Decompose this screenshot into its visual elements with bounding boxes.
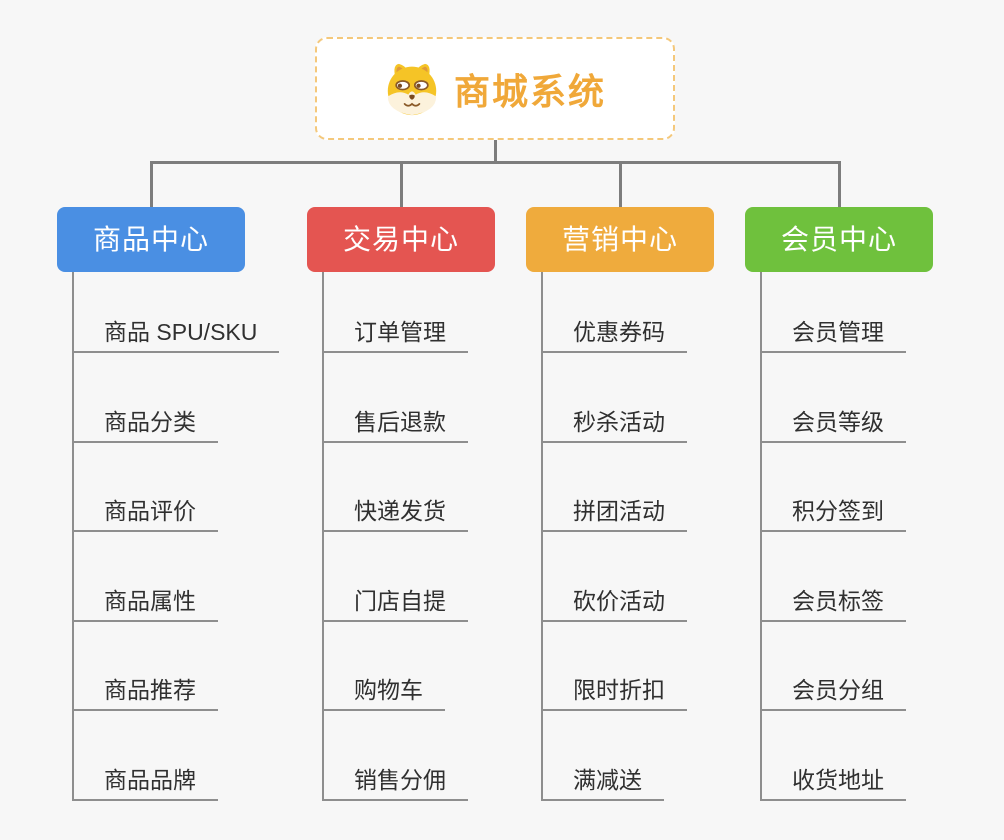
root-node[interactable]: 商城系统 — [315, 37, 675, 140]
leaf-node[interactable]: 会员标签 — [760, 584, 906, 622]
branch-marketing: 营销中心 优惠券码 秒杀活动 拼团活动 砍价活动 限时折扣 满减送 — [526, 207, 786, 807]
branch-vline — [322, 272, 324, 801]
leaf-node[interactable]: 拼团活动 — [541, 494, 687, 532]
branch-members: 会员中心 会员管理 会员等级 积分签到 会员标签 会员分组 收货地址 — [745, 207, 1004, 807]
leaf-node[interactable]: 限时折扣 — [541, 673, 687, 711]
leaf-node[interactable]: 会员分组 — [760, 673, 906, 711]
branch-trade: 交易中心 订单管理 售后退款 快递发货 门店自提 购物车 销售分佣 — [307, 207, 567, 807]
leaf-node[interactable]: 商品评价 — [72, 494, 218, 532]
dog-icon — [387, 63, 437, 115]
branch-node-marketing[interactable]: 营销中心 — [526, 207, 714, 272]
leaf-node[interactable]: 购物车 — [322, 673, 445, 711]
leaf-node[interactable]: 商品分类 — [72, 405, 218, 443]
leaf-node[interactable]: 商品属性 — [72, 584, 218, 622]
root-node-label: 商城系统 — [453, 70, 606, 112]
leaf-node[interactable]: 积分签到 — [760, 494, 906, 532]
connector-drop-trade — [399, 161, 403, 207]
branch-node-trade[interactable]: 交易中心 — [307, 207, 495, 272]
leaf-node[interactable]: 砍价活动 — [541, 584, 687, 622]
leaf-node[interactable]: 订单管理 — [322, 315, 468, 353]
connector-horizontal — [149, 161, 841, 164]
branch-node-products[interactable]: 商品中心 — [57, 207, 245, 272]
leaf-node[interactable]: 会员管理 — [760, 315, 906, 353]
connector-drop-products — [149, 161, 153, 207]
leaf-node[interactable]: 商品品牌 — [72, 763, 218, 801]
leaf-node[interactable]: 收货地址 — [760, 763, 906, 801]
branch-vline — [541, 272, 543, 801]
leaf-node[interactable]: 快递发货 — [322, 494, 468, 532]
connector-drop-members — [837, 161, 841, 207]
branch-node-members[interactable]: 会员中心 — [745, 207, 933, 272]
connector-drop-marketing — [618, 161, 622, 207]
branch-vline — [72, 272, 74, 801]
branch-products: 商品中心 商品 SPU/SKU 商品分类 商品评价 商品属性 商品推荐 商品品牌 — [57, 207, 317, 807]
connector-root-stub — [493, 140, 497, 164]
leaf-node[interactable]: 销售分佣 — [322, 763, 468, 801]
leaf-node[interactable]: 售后退款 — [322, 405, 468, 443]
leaf-node[interactable]: 商品推荐 — [72, 673, 218, 711]
leaf-node[interactable]: 商品 SPU/SKU — [72, 315, 280, 353]
leaf-node[interactable]: 会员等级 — [760, 405, 906, 443]
branch-vline — [760, 272, 762, 801]
leaf-node[interactable]: 优惠券码 — [541, 315, 687, 353]
leaf-node[interactable]: 满减送 — [541, 763, 664, 801]
leaf-node[interactable]: 门店自提 — [322, 584, 468, 622]
leaf-node[interactable]: 秒杀活动 — [541, 405, 687, 443]
